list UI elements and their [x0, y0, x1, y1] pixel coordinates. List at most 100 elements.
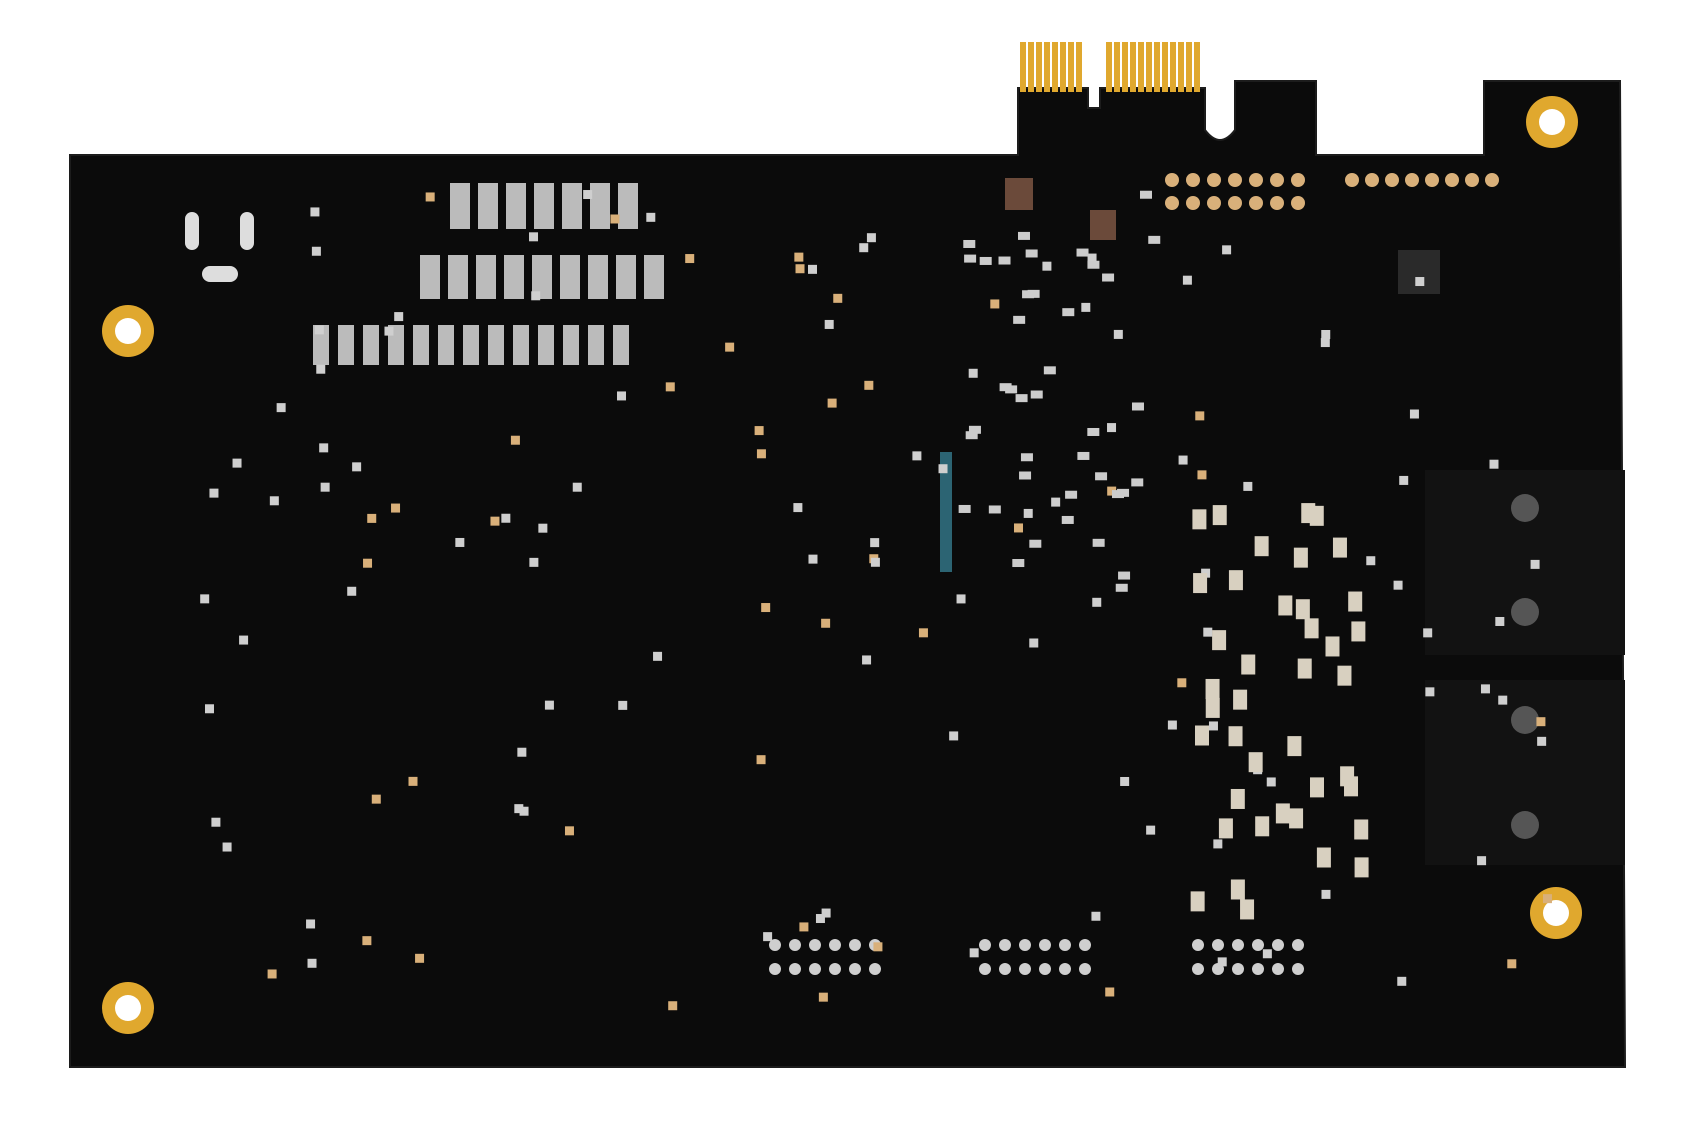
ic-pads: [940, 452, 952, 572]
via-pad: [352, 462, 362, 472]
via-pad: [873, 942, 883, 952]
smd-resistor: [588, 325, 604, 365]
pin-pad: [1270, 196, 1284, 210]
pin-pad: [1385, 173, 1399, 187]
pin-pad: [1228, 196, 1242, 210]
via-pad: [756, 755, 766, 765]
via-pad: [1397, 976, 1407, 986]
smd-capacitor: [1190, 891, 1205, 912]
via-pad: [1182, 275, 1192, 285]
smd-component: [964, 254, 977, 263]
smd-capacitor: [1351, 621, 1366, 642]
smd-component: [1118, 571, 1131, 580]
smd-resistor: [504, 255, 524, 299]
header-pin: [1192, 963, 1204, 975]
smd-capacitor: [1309, 505, 1324, 526]
via-pad: [794, 252, 804, 262]
header-pin: [1232, 939, 1244, 951]
smd-capacitor: [1337, 665, 1352, 686]
smd-resistor: [618, 183, 638, 229]
via-pad: [514, 804, 524, 814]
smd-capacitor: [1316, 847, 1331, 868]
smd-capacitor: [1241, 654, 1256, 675]
header-pin: [1292, 939, 1304, 951]
smd-component: [1077, 451, 1090, 460]
header-pin: [829, 963, 841, 975]
via-pad: [1425, 687, 1435, 697]
via-pad: [1321, 889, 1331, 899]
smd-capacitor: [1255, 816, 1270, 837]
smd-capacitor: [1212, 505, 1227, 526]
via-pad: [866, 233, 876, 243]
pin-pad: [1165, 173, 1179, 187]
pcb-board: [69, 80, 1627, 1068]
via-pad: [1480, 684, 1490, 694]
gold-finger: [1162, 42, 1168, 92]
header-pin: [789, 939, 801, 951]
header-pin: [999, 963, 1011, 975]
via-pad: [808, 554, 818, 564]
header-pin: [1059, 963, 1071, 975]
smd-component: [1095, 472, 1108, 481]
via-pad: [319, 443, 329, 453]
via-pad: [367, 513, 377, 523]
smd-capacitor: [1218, 818, 1233, 839]
smd-component: [1013, 315, 1026, 324]
smd-resistor: [463, 325, 479, 365]
slot-hole: [202, 266, 238, 282]
header-pin: [1212, 939, 1224, 951]
header-pin: [829, 939, 841, 951]
smd-capacitor: [1348, 591, 1363, 612]
pin-pad: [1186, 196, 1200, 210]
via-pad: [425, 192, 435, 202]
smd-component: [1061, 515, 1074, 524]
pin-pad: [1207, 173, 1221, 187]
smd-component: [1087, 260, 1100, 269]
via-pad: [1489, 459, 1499, 469]
via-pad: [1167, 720, 1177, 730]
via-pad: [938, 464, 948, 474]
smd-resistor: [560, 255, 580, 299]
header-pin: [769, 963, 781, 975]
smd-component: [965, 431, 978, 440]
smd-resistor: [588, 255, 608, 299]
via-pad: [510, 435, 520, 445]
via-pad: [538, 523, 548, 533]
smd-component: [1117, 488, 1130, 497]
via-pad: [1107, 486, 1117, 496]
header-pin: [1079, 939, 1091, 951]
via-pad: [316, 364, 326, 374]
gold-finger: [1060, 42, 1066, 92]
via-pad: [501, 513, 511, 523]
smd-component: [1087, 427, 1100, 436]
via-pad: [1266, 777, 1276, 787]
via-pad: [725, 342, 735, 352]
smd-resistor: [478, 183, 498, 229]
via-pad: [1222, 245, 1232, 255]
via-pad: [1530, 559, 1540, 569]
via-pad: [618, 700, 628, 710]
smd-resistor: [488, 325, 504, 365]
smd-component: [1025, 249, 1038, 258]
via-pad: [320, 482, 330, 492]
via-pad: [821, 908, 831, 918]
header-pin: [789, 963, 801, 975]
header-pin: [1192, 939, 1204, 951]
via-pad: [1409, 409, 1419, 419]
via-pad: [415, 953, 425, 963]
header-pin: [1019, 963, 1031, 975]
smd-capacitor: [1325, 636, 1340, 657]
via-pad: [1495, 616, 1505, 626]
header-pin: [999, 939, 1011, 951]
smd-resistor: [420, 255, 440, 299]
via-pad: [209, 488, 219, 498]
gold-finger: [1036, 42, 1042, 92]
via-pad: [239, 635, 249, 645]
via-pad: [617, 391, 627, 401]
via-pad: [969, 948, 979, 958]
via-pad: [756, 449, 766, 459]
via-pad: [990, 299, 1000, 309]
via-pad: [564, 826, 574, 836]
via-pad: [1203, 627, 1213, 637]
